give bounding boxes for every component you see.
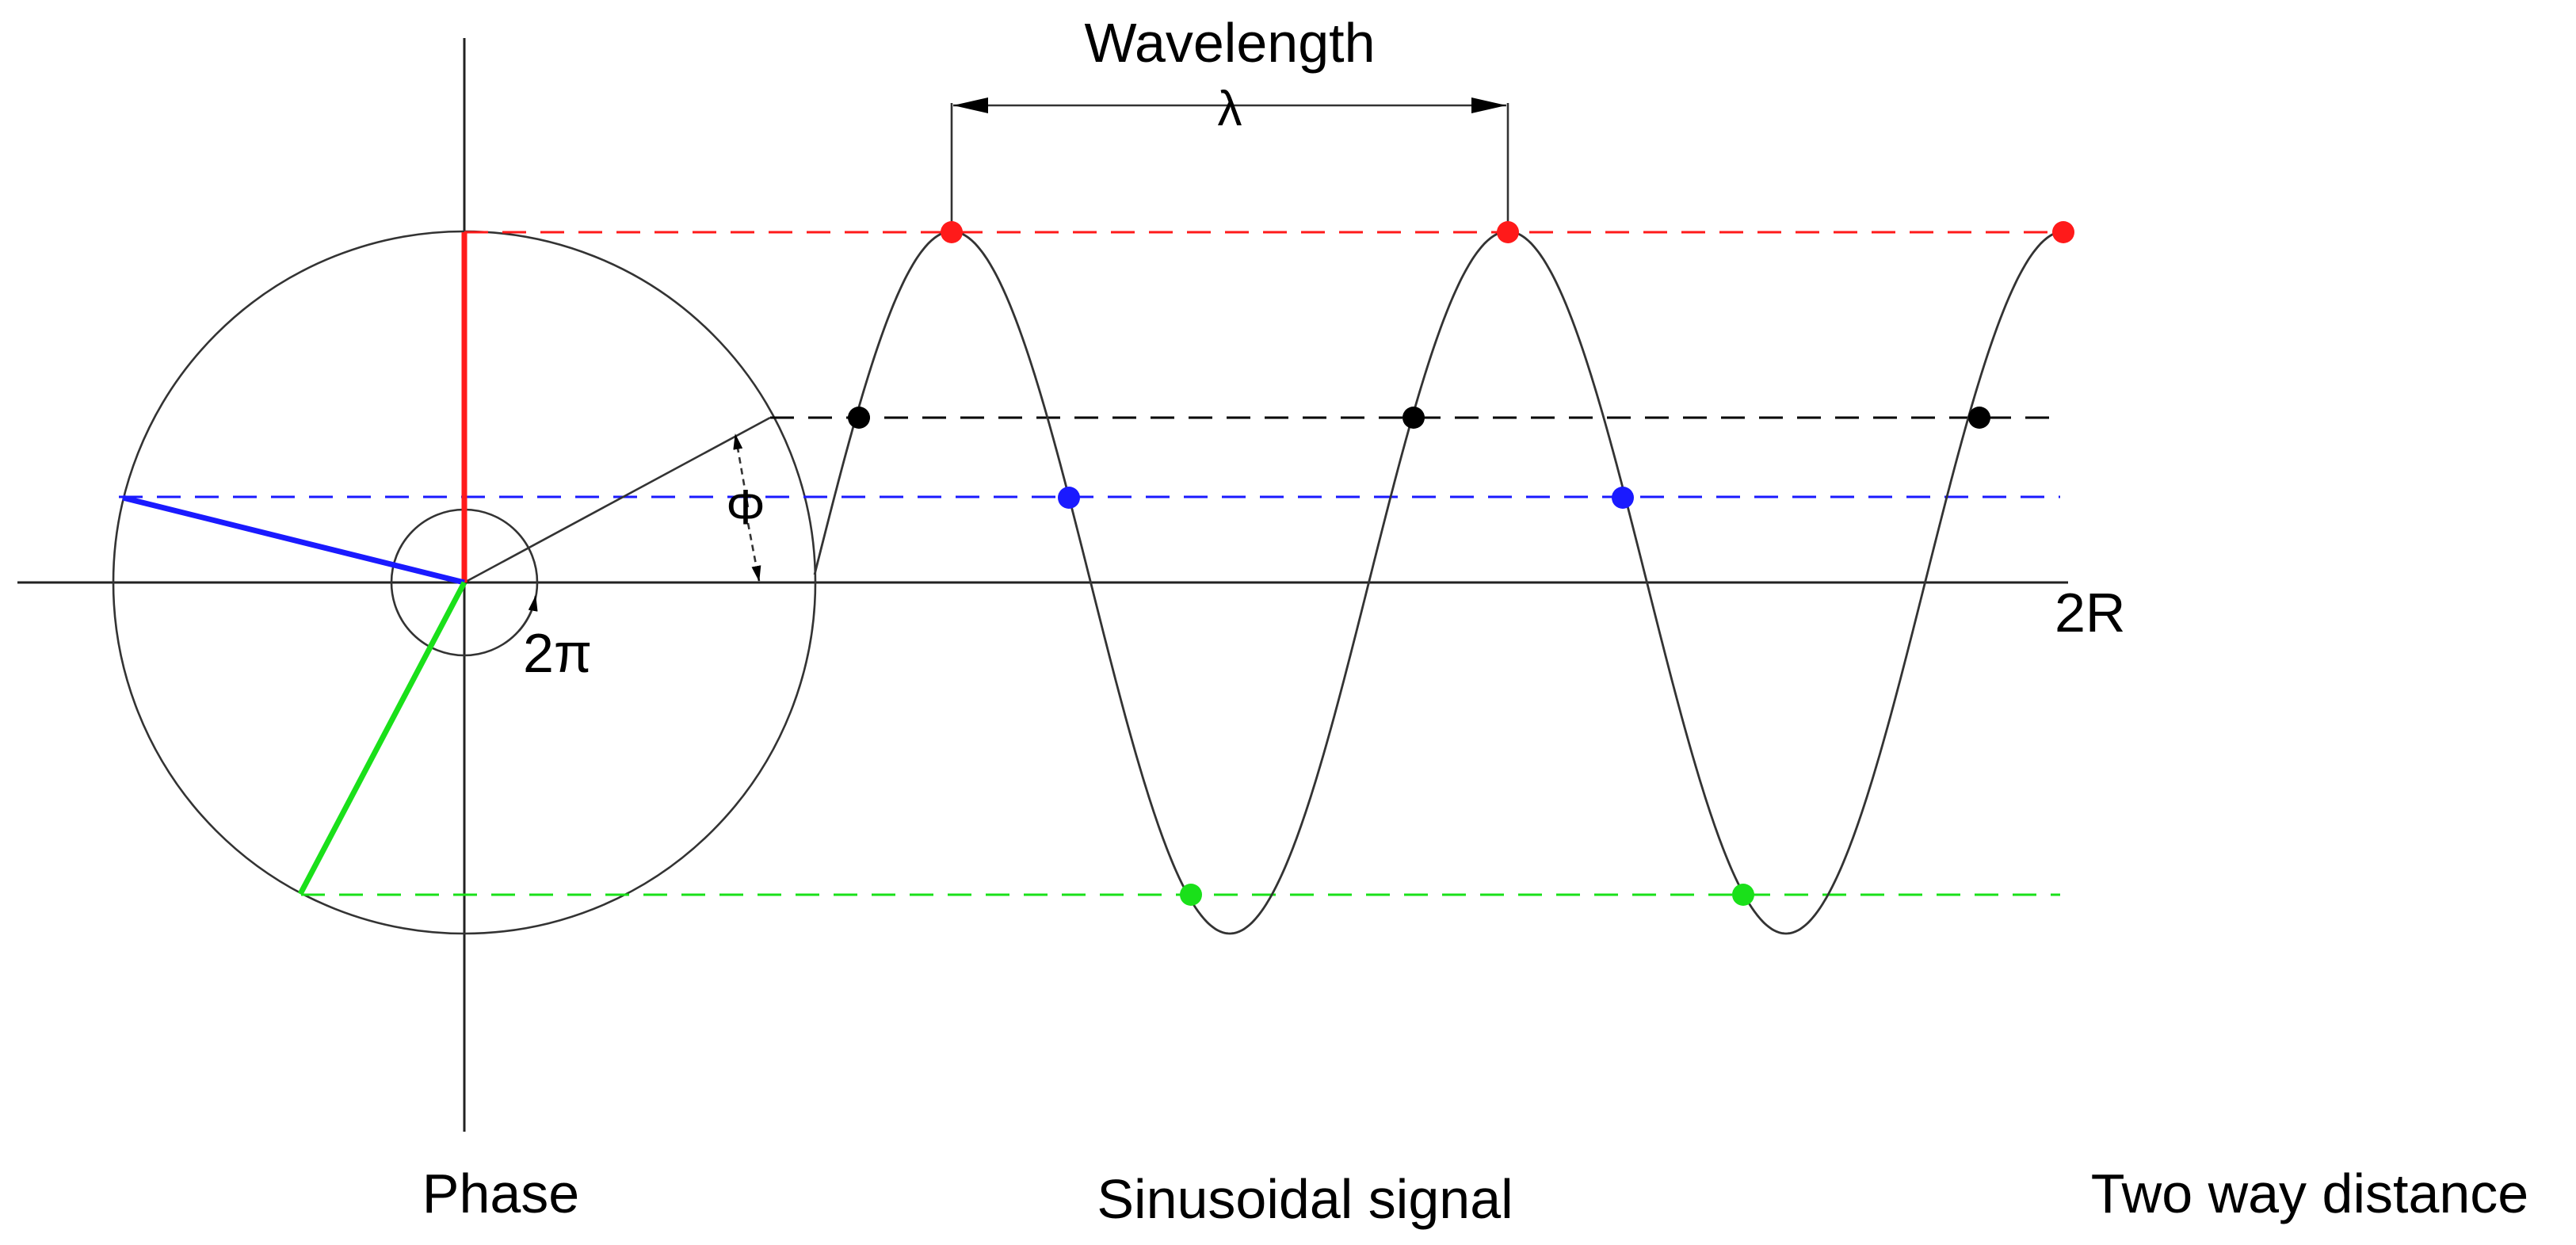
phi-label: Φ <box>726 480 765 535</box>
black-signal-point <box>1402 407 1425 429</box>
signal-points <box>848 221 2074 906</box>
red-signal-point <box>2052 221 2074 243</box>
blue-signal-point <box>1058 487 1080 509</box>
black-signal-point <box>848 407 870 429</box>
green-phase-vector <box>297 581 467 896</box>
two-pi-arrow-icon <box>518 595 538 632</box>
red-signal-point <box>1497 221 1519 243</box>
phase-angle-radius <box>464 416 771 584</box>
green-signal-point <box>1732 884 1754 906</box>
phi-arrow-up <box>733 433 750 508</box>
two-way-distance-label: Two way distance <box>2091 1163 2528 1224</box>
blue-phase-vector <box>122 495 465 586</box>
two-r-label: 2R <box>2055 582 2125 644</box>
phi-arrow-down <box>746 522 761 582</box>
sinusoidal-signal-label: Sinusoidal signal <box>1097 1168 1513 1230</box>
green-signal-point <box>1180 884 1202 906</box>
two-pi-label: 2π <box>523 622 592 684</box>
lambda-label: λ <box>1218 82 1242 136</box>
sinusoidal-wave <box>813 230 2061 935</box>
wavelength-title: Wavelength <box>1084 12 1375 74</box>
red-signal-point <box>941 221 963 243</box>
blue-signal-point <box>1612 487 1634 509</box>
phase-label: Phase <box>422 1163 579 1224</box>
black-signal-point <box>1968 407 1990 429</box>
